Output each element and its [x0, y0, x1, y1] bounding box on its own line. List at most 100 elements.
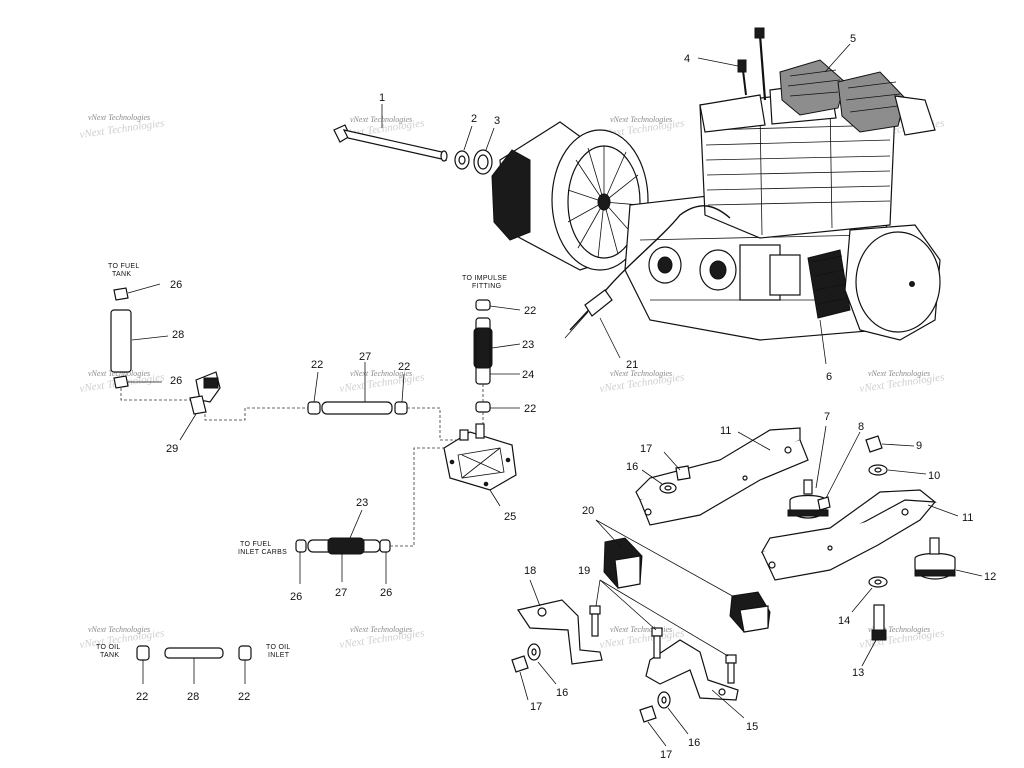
watermark: vNext Technologies vNext Technologies [79, 113, 165, 141]
callout-17: 17 [530, 701, 542, 713]
spacer [473, 149, 493, 175]
svg-text:TO OIL: TO OIL [266, 644, 291, 651]
spark-plug [737, 59, 747, 96]
lock-nut [817, 496, 831, 511]
callout-2: 2 [471, 113, 477, 125]
clamp [295, 539, 307, 553]
callout-26: 26 [170, 279, 182, 291]
oil-hose [164, 647, 224, 659]
lock-nut [865, 435, 883, 453]
cylinder-block [699, 81, 896, 239]
bolt [725, 654, 737, 684]
callout-28: 28 [187, 691, 199, 703]
spring-sleeve [473, 327, 493, 369]
clutch-bolt [333, 124, 448, 162]
callout-3: 3 [494, 115, 500, 127]
svg-text:TO FUEL: TO FUEL [108, 263, 140, 270]
spring-sleeve [327, 537, 365, 555]
callout-25: 25 [504, 511, 516, 523]
drive-clutch [491, 121, 649, 271]
callout-21: 21 [626, 359, 638, 371]
note-to-fuel-inlet-carbs: TO FUEL INLET CARBS [238, 541, 287, 556]
callout-26: 26 [290, 591, 302, 603]
callout-4: 4 [684, 53, 690, 65]
lock-nut [511, 655, 529, 673]
svg-text:vNext Technologies: vNext Technologies [88, 369, 150, 378]
callout-26: 26 [380, 587, 392, 599]
clamp [113, 375, 129, 389]
recoil-cover [844, 224, 941, 341]
watermark: vNext Technologies vNext Technologies [339, 625, 425, 651]
clamp [394, 401, 408, 415]
watermark: vNext Technologies vNext Technologies [339, 369, 425, 395]
fuel-valve [189, 371, 221, 415]
svg-text:vNext Technologies: vNext Technologies [88, 625, 150, 634]
svg-text:vNext Technologies: vNext Technologies [610, 369, 672, 378]
fuel-hose [110, 309, 132, 373]
svg-text:FITTING: FITTING [472, 283, 501, 290]
svg-text:TANK: TANK [112, 271, 131, 278]
limiter-block [603, 537, 643, 589]
callout-27: 27 [359, 351, 371, 363]
hose-route-lines [120, 384, 484, 547]
note-to-oil-tank: TO OIL TANK [96, 644, 121, 659]
callout-14: 14 [838, 615, 850, 627]
svg-text:TANK: TANK [100, 652, 119, 659]
callout-9: 9 [916, 440, 922, 452]
callout-10: 10 [928, 470, 940, 482]
callout-8: 8 [858, 421, 864, 433]
bolt [589, 605, 601, 637]
clamp [379, 539, 391, 553]
callout-16: 16 [626, 461, 638, 473]
engine-mounts [511, 427, 956, 723]
callout-22: 22 [136, 691, 148, 703]
rubber-mount [914, 537, 956, 580]
lock-nut [639, 705, 657, 723]
svg-text:vNext Technologies: vNext Technologies [88, 113, 150, 122]
watermark: vNext Technologies vNext Technologies [859, 369, 945, 395]
washer [657, 691, 671, 709]
svg-text:TO FUEL: TO FUEL [240, 541, 272, 548]
callout-18: 18 [524, 565, 536, 577]
callout-28: 28 [172, 329, 184, 341]
callout-26: 26 [170, 375, 182, 387]
callout-22: 22 [524, 403, 536, 415]
limiter-block [729, 591, 771, 633]
washer [868, 576, 888, 588]
svg-text:vNext Technologies: vNext Technologies [610, 115, 672, 124]
callout-22: 22 [311, 359, 323, 371]
callout-24: 24 [522, 369, 534, 381]
note-to-impulse-fitting: TO IMPULSE FITTING [462, 275, 507, 290]
clamp [238, 645, 252, 661]
bolt [651, 627, 663, 659]
callout-29: 29 [166, 443, 178, 455]
callout-16: 16 [688, 737, 700, 749]
clamp [113, 287, 129, 301]
callout-7: 7 [824, 411, 830, 423]
leader-lines [127, 43, 983, 747]
callout-5: 5 [850, 33, 856, 45]
callout-17: 17 [660, 749, 672, 761]
svg-text:vNext Technologies: vNext Technologies [350, 625, 412, 634]
callout-19: 19 [578, 565, 590, 577]
callout-1: 1 [379, 92, 385, 104]
svg-text:vNext Technologies: vNext Technologies [350, 115, 412, 124]
callout-23: 23 [356, 497, 368, 509]
fuel-pump [443, 423, 517, 491]
mount-bracket [517, 599, 603, 665]
svg-text:INLET CARBS: INLET CARBS [238, 549, 287, 556]
engine-assembly [491, 27, 941, 341]
svg-text:TO OIL: TO OIL [96, 644, 121, 651]
callout-13: 13 [852, 667, 864, 679]
svg-text:vNext Technologies: vNext Technologies [350, 369, 412, 378]
washer [868, 464, 888, 476]
callout-15: 15 [746, 721, 758, 733]
mount-bracket [645, 639, 739, 701]
callout-23: 23 [522, 339, 534, 351]
watermark: vNext Technologies vNext Technologies [79, 625, 165, 651]
svg-text:vNext Technologies: vNext Technologies [868, 369, 930, 378]
clamp [475, 299, 491, 311]
clamp [475, 401, 491, 413]
washer [659, 482, 677, 494]
